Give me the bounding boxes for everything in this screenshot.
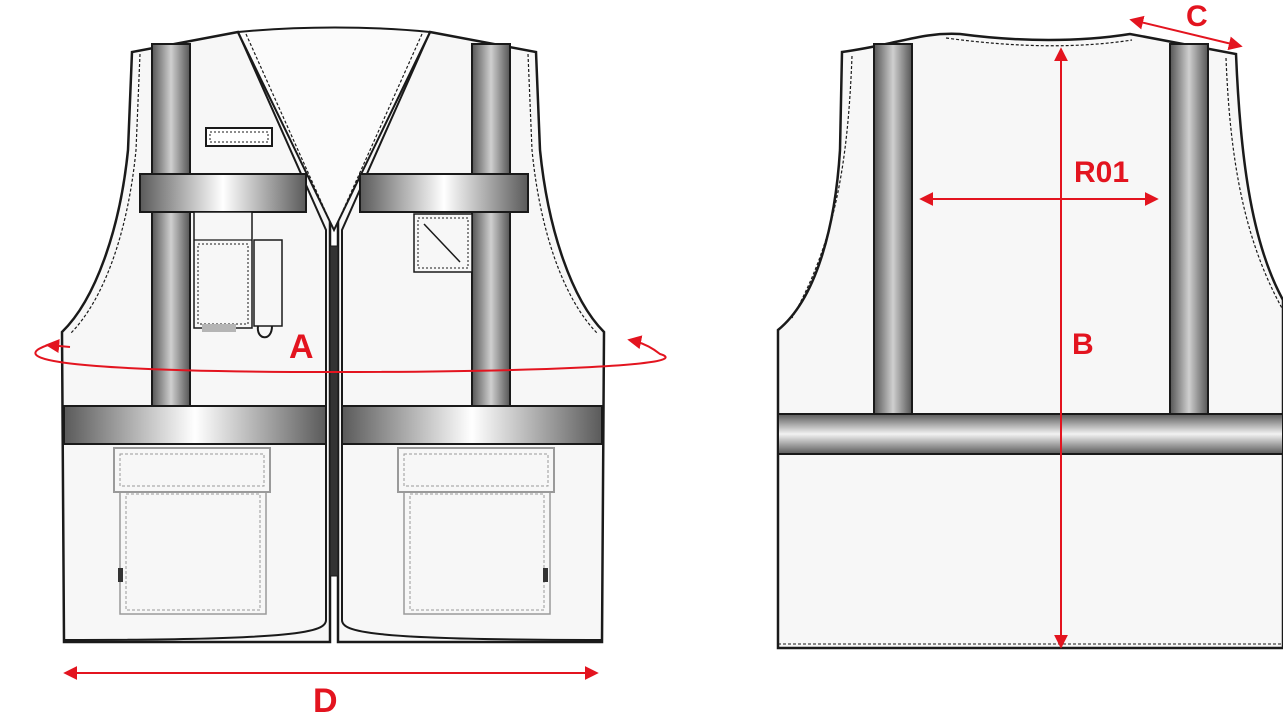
back-strap-left	[873, 43, 913, 417]
front-waist-band-left	[63, 405, 327, 445]
label-b: B	[1072, 328, 1094, 361]
front-lower-pocket-left	[119, 489, 267, 615]
back-neck-trim	[945, 37, 1133, 47]
measure-c-line	[1129, 15, 1243, 51]
label-a: A	[289, 328, 314, 366]
label-d: D	[313, 682, 338, 720]
back-armhole-left	[791, 55, 853, 319]
front-pocket-flap-right	[397, 447, 555, 493]
front-neck-trim-left	[63, 31, 327, 641]
back-strap-right	[1169, 43, 1209, 417]
front-neck-trim-right	[341, 31, 603, 641]
front-armhole-left	[69, 53, 141, 335]
label-c: C	[1186, 0, 1208, 33]
front-chest-pocket-left	[193, 211, 253, 329]
front-chest-band-right	[359, 173, 529, 213]
front-pen-pocket	[253, 239, 283, 327]
measure-a-loop	[34, 335, 667, 374]
back-vest	[776, 32, 1283, 650]
front-d-ring	[256, 325, 273, 339]
back-armhole-right	[1225, 57, 1283, 311]
back-waist-band	[777, 413, 1283, 455]
front-vest	[60, 26, 606, 644]
label-r01: R01	[1074, 156, 1130, 189]
front-chest-band-left	[139, 173, 307, 213]
front-lower-pocket-right	[403, 489, 551, 615]
front-pocket-flap-left	[113, 447, 271, 493]
front-strap-left	[151, 43, 191, 407]
front-size-label	[202, 324, 236, 332]
measurements	[34, 15, 1243, 680]
front-waist-band-right	[341, 405, 603, 445]
front-armhole-right	[527, 53, 599, 335]
front-zipper	[329, 245, 339, 577]
front-name-badge	[205, 127, 273, 147]
front-strap-right	[471, 43, 511, 407]
